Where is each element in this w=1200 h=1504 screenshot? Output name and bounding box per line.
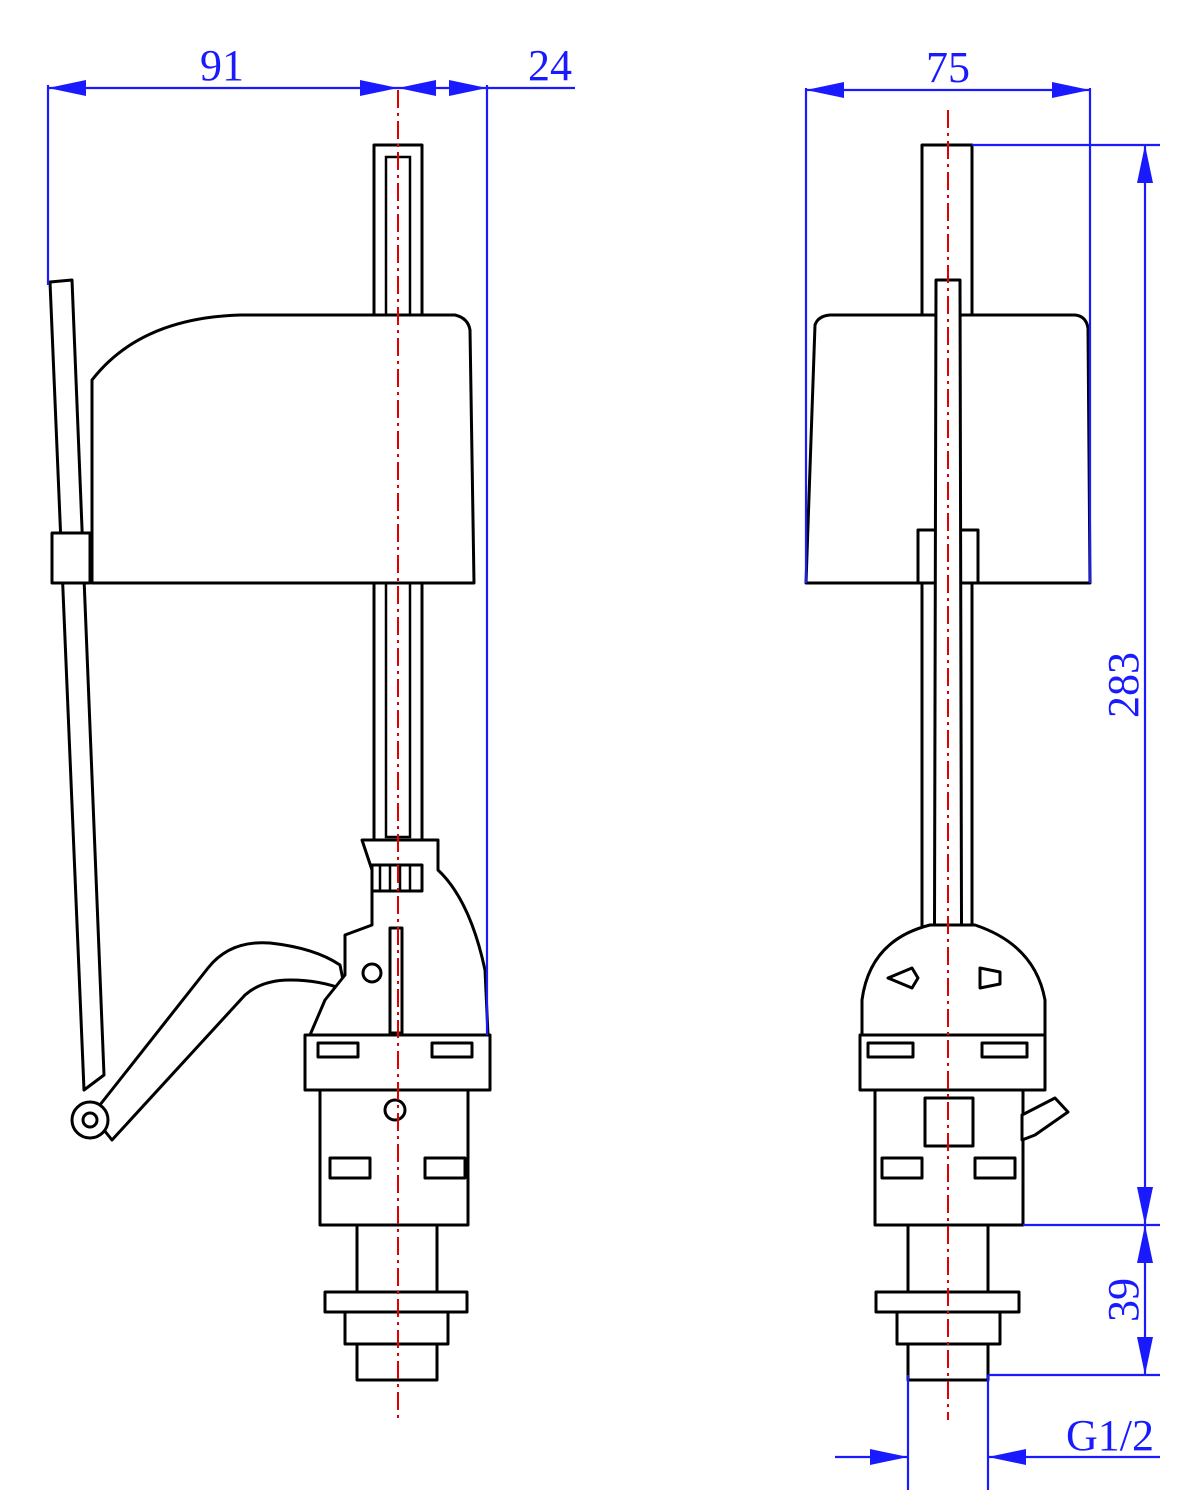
dim-label-75: 75 [926,43,970,92]
dim-label-39: 39 [1099,1278,1148,1322]
dimension-75: 75 [804,43,1092,583]
dim-label-283: 283 [1099,652,1148,718]
dimension-283: 283 [972,143,1160,1227]
front-view [48,90,492,1420]
front-locknut [323,1290,469,1314]
side-valve-head [860,923,1047,1037]
dimension-thread: G1/2 [835,1375,1160,1490]
dimension-91: 91 [46,41,398,285]
side-view [804,110,1092,1420]
dim-label-thread: G1/2 [1066,1411,1154,1460]
dimension-24: 24 [398,41,575,1035]
front-float-body [90,313,476,585]
dim-label-24: 24 [528,41,572,90]
dim-label-91: 91 [200,41,244,90]
dimension-39: 39 [988,1225,1160,1377]
front-rod-clip [50,531,92,585]
front-float-rod [48,278,106,1092]
front-lever-arm [90,941,347,1142]
side-outlet-nozzle [1020,1096,1070,1142]
